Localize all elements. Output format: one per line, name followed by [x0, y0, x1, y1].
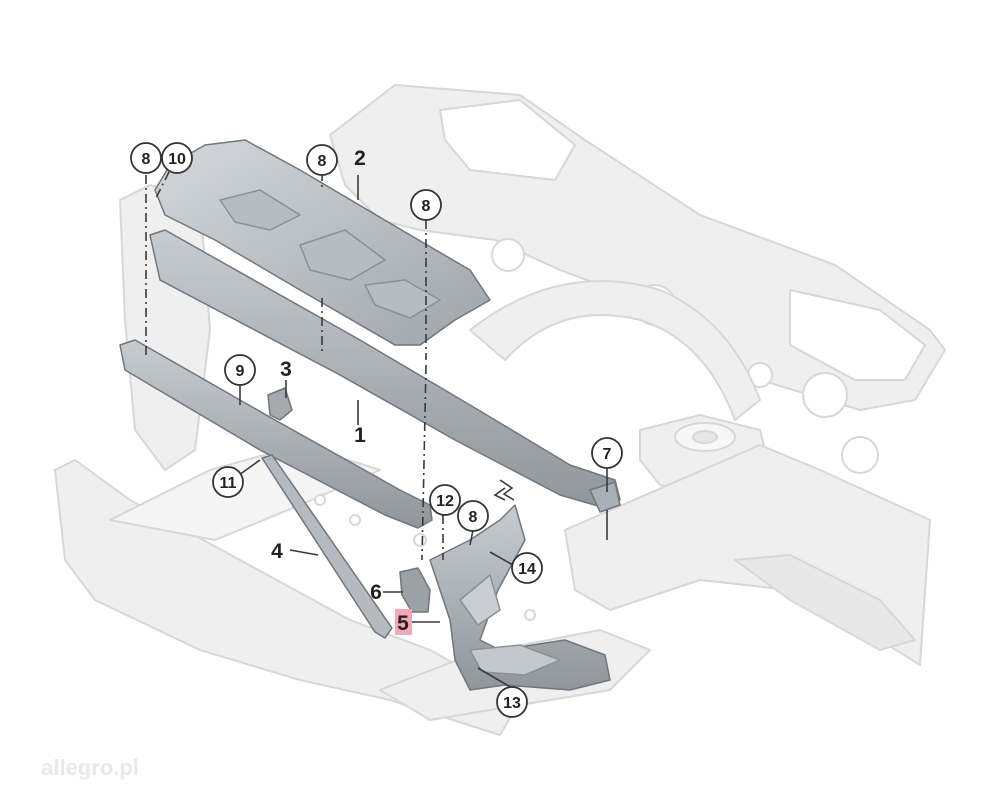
callout-9-label: 9 [236, 363, 245, 380]
label-1: 1 [354, 424, 366, 447]
callout-7-label: 7 [603, 446, 612, 463]
watermark: allegro.pl [41, 755, 139, 780]
callout-8-a: 8 [130, 142, 162, 174]
callout-7: 7 [591, 437, 623, 469]
part-6-bracket [399, 567, 431, 613]
callout-8-a-label: 8 [142, 151, 151, 168]
part-9-lower-cross-member [119, 339, 433, 529]
callout-10-label: 10 [168, 151, 186, 168]
callout-8-d-label: 8 [469, 509, 478, 526]
leader-lines [145, 171, 608, 689]
part-4-strut-rod [261, 454, 393, 639]
label-5: 5 [397, 612, 409, 635]
callout-8-d: 8 [457, 500, 489, 532]
callout-12-label: 12 [436, 493, 454, 510]
callout-8-b: 8 [306, 144, 338, 176]
callout-14-label: 14 [518, 561, 536, 578]
callout-13-label: 13 [503, 695, 521, 712]
part-3-bracket [267, 387, 293, 421]
label-5-highlight [395, 609, 412, 635]
label-6: 6 [370, 581, 382, 604]
callout-8-c-label: 8 [422, 198, 431, 215]
callout-8-c: 8 [410, 189, 442, 221]
part-1-upper-cross-member [149, 229, 621, 509]
plain-labels: 2 3 1 4 6 5 [271, 147, 412, 635]
label-4: 4 [271, 540, 283, 563]
callout-9: 9 [224, 354, 256, 386]
part-5-lock-carrier-bracket [429, 504, 611, 691]
callout-10: 10 [161, 142, 193, 174]
callout-11-label: 11 [220, 475, 237, 492]
callout-11: 11 [212, 466, 244, 498]
vehicle-body-structure [54, 84, 946, 736]
callout-8-b-label: 8 [318, 153, 327, 170]
callout-14: 14 [511, 552, 543, 584]
callouts: 8 10 8 8 9 11 7 12 [130, 142, 623, 718]
callout-13: 13 [496, 686, 528, 718]
highlighted-parts [119, 139, 621, 691]
callout-12: 12 [429, 484, 461, 516]
label-2: 2 [354, 147, 366, 170]
label-3: 3 [280, 358, 292, 381]
